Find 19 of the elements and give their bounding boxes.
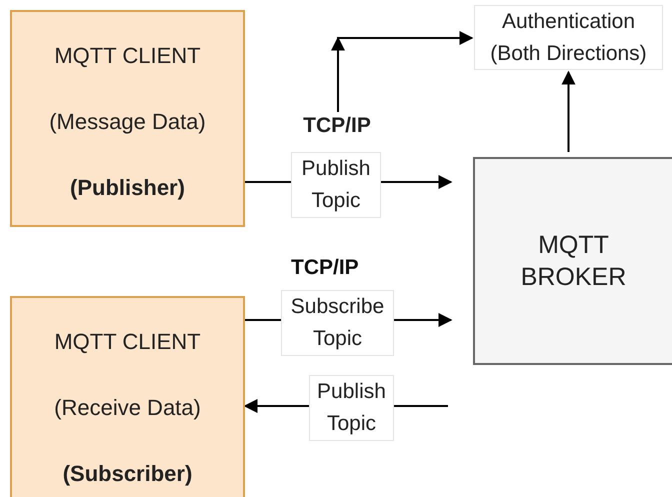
auth-box <box>474 5 663 70</box>
node-text: MQTT BROKER <box>520 230 628 293</box>
client-box <box>10 296 245 497</box>
node-text: (Subscriber) <box>62 460 192 488</box>
edge-label: Subscribe Topic <box>281 290 394 356</box>
node-text: (Message Data) <box>49 108 206 136</box>
client-box <box>10 10 245 227</box>
arrow <box>331 31 474 112</box>
node-title: MQTT CLIENT <box>54 328 201 356</box>
arrow <box>562 70 576 152</box>
edge-label: Publish Topic <box>291 152 381 218</box>
node-text: (Publisher) <box>70 174 185 202</box>
broker-box <box>473 157 672 365</box>
node-text: (Receive Data) <box>54 394 201 422</box>
node-text: Authentication (Both Directions) <box>489 8 648 66</box>
node-text: TCP/IP <box>303 113 371 139</box>
node-title: MQTT CLIENT <box>54 42 201 70</box>
edge-label: Publish Topic <box>309 375 394 441</box>
protocol-text: TCP/IP <box>291 256 359 280</box>
